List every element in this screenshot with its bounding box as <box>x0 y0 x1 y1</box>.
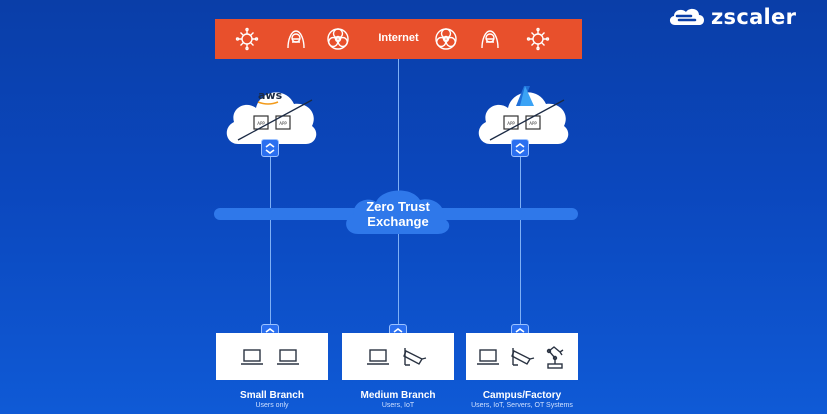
biohazard-icon <box>327 28 349 50</box>
internet-banner: Internet <box>215 19 582 59</box>
campus-factory-name: Campus/Factory <box>482 390 562 401</box>
small-branch-subtitle: Users only <box>255 402 289 409</box>
zte-line-2: Exchange <box>367 214 429 229</box>
laptop-icon <box>277 349 299 365</box>
laptop-icon <box>367 349 389 365</box>
brand-name: zscaler <box>711 4 797 29</box>
campus-factory-subtitle: Users, IoT, Servers, OT Systems <box>471 402 573 409</box>
hacker-icon <box>287 30 305 49</box>
security-camera-icon <box>403 348 427 366</box>
zte-line-1: Zero Trust <box>366 199 430 214</box>
biohazard-icon <box>435 28 457 50</box>
azure-logo-icon <box>516 86 534 106</box>
zscaler-cloud-logo-icon <box>669 8 705 25</box>
svg-text:APP: APP <box>507 121 515 126</box>
small-branch-box <box>216 333 328 380</box>
aws-cloud: APP APP <box>226 92 317 144</box>
azure-connector-icon <box>511 139 529 157</box>
medium-branch-subtitle: Users, IoT <box>381 402 415 409</box>
svg-text:APP: APP <box>257 121 265 126</box>
campus-factory-box <box>466 333 578 380</box>
laptop-icon <box>477 349 499 365</box>
robot-arm-icon <box>546 346 564 369</box>
virus-icon <box>526 27 550 51</box>
laptop-icon <box>241 349 263 365</box>
aws-logo: aws <box>258 89 283 102</box>
internet-label: Internet <box>378 32 419 44</box>
zero-trust-exchange-label: Zero Trust Exchange <box>342 199 454 229</box>
zero-trust-exchange-cloud <box>346 190 450 234</box>
azure-cloud: APP APP <box>478 86 569 144</box>
zscaler-logo: zscaler <box>667 5 796 29</box>
virus-icon <box>235 27 259 51</box>
app-icon: APP <box>525 115 541 130</box>
medium-branch-box <box>342 333 454 380</box>
aws-wire <box>270 150 271 333</box>
svg-text:APP: APP <box>279 121 287 126</box>
security-camera-icon <box>511 348 535 366</box>
azure-wire <box>520 150 521 333</box>
small-branch-name: Small Branch <box>240 390 304 401</box>
app-icon: APP <box>253 115 269 130</box>
aws-connector-icon <box>261 139 279 157</box>
hacker-icon <box>481 30 499 49</box>
svg-text:APP: APP <box>529 121 537 126</box>
medium-branch-name: Medium Branch <box>360 390 436 401</box>
